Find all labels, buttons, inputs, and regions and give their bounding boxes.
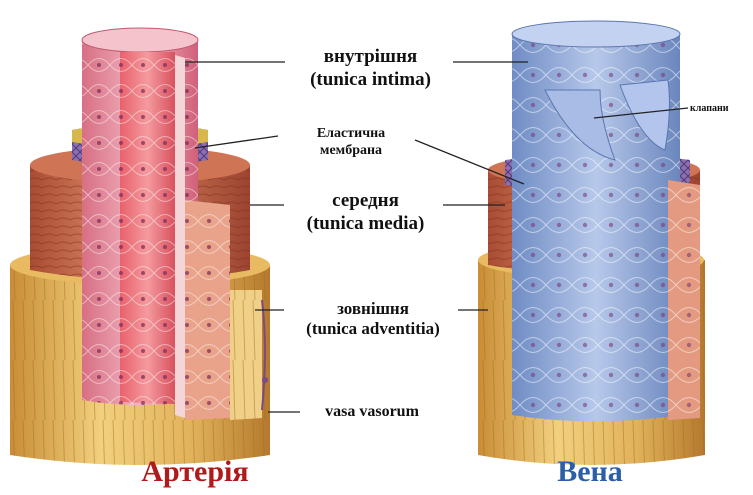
elastic-membrane-label: Еластична мембрана (286, 126, 416, 160)
media-label-latin: (tunica media) (288, 213, 443, 236)
intima-label-latin: (tunica intima) (288, 69, 453, 92)
elastic-label-line1: Еластична (286, 126, 416, 143)
artery-illustration (10, 28, 270, 465)
media-label: середня (tunica media) (288, 190, 443, 236)
intima-label-name: внутрішня (288, 46, 453, 69)
media-label-name: середня (288, 190, 443, 213)
intima-label: внутрішня (tunica intima) (288, 46, 453, 92)
artery-caption: Артерія (110, 455, 280, 489)
adventitia-label-latin: (tunica adventitia) (288, 319, 458, 339)
valves-label: клапани (690, 103, 753, 115)
vein-illustration (478, 21, 705, 465)
vasa-vasorum-label: vasa vasorum (302, 402, 442, 421)
elastic-label-line2: мембрана (286, 143, 416, 160)
vein-caption: Вена (530, 455, 650, 489)
adventitia-label-name: зовнішня (288, 299, 458, 319)
adventitia-label: зовнішня (tunica adventitia) (288, 299, 458, 340)
